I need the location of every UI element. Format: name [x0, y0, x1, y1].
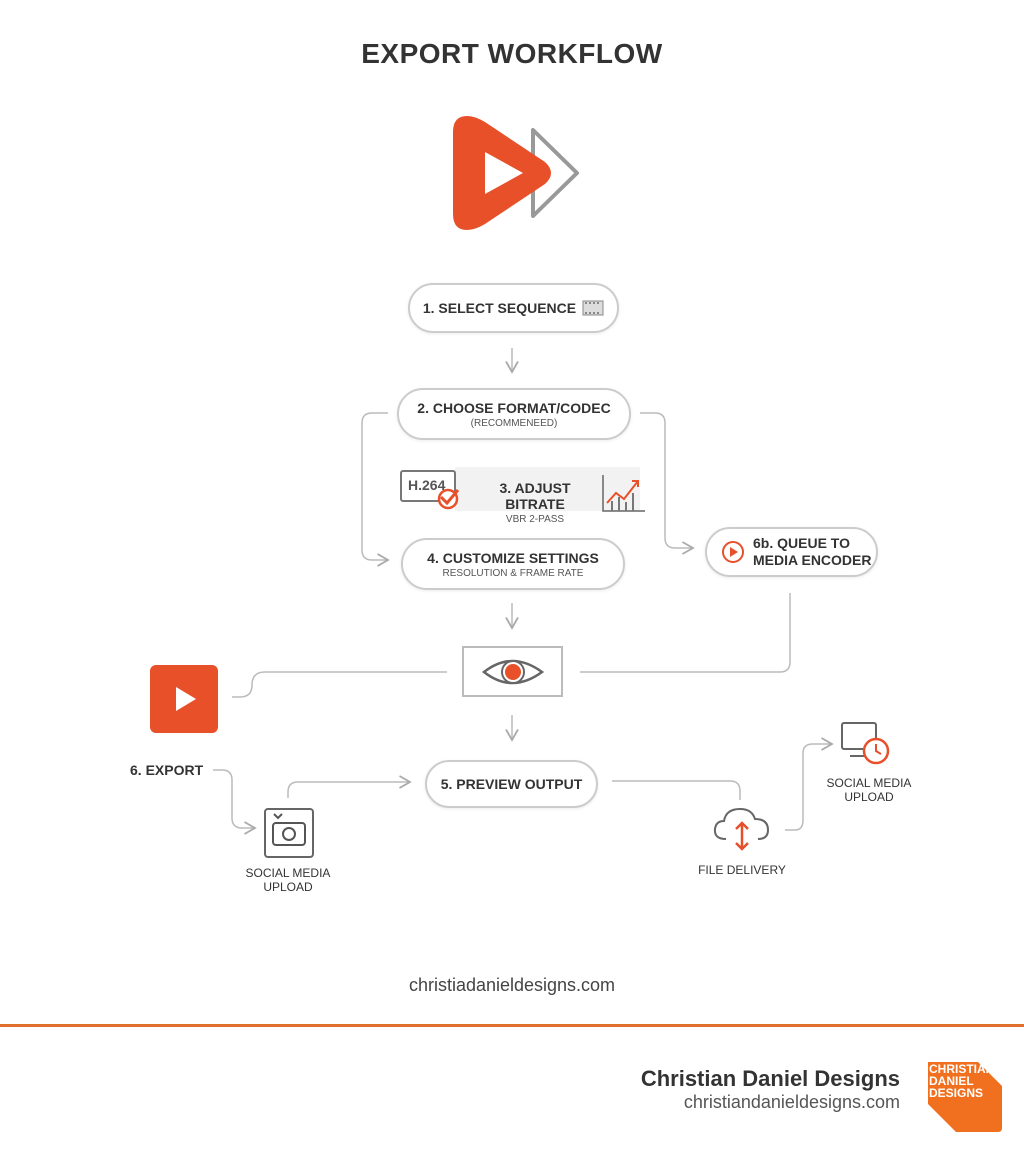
page-title: EXPORT WORKFLOW [361, 38, 663, 69]
step-queue-media-encoder[interactable]: 6b. QUEUE TO MEDIA ENCODER [705, 527, 878, 577]
chart-trend-icon [602, 475, 645, 512]
step-preview-output[interactable]: 5. PREVIEW OUTPUT [425, 760, 598, 808]
check-icon [437, 488, 460, 510]
eye-icon [481, 659, 545, 685]
step-adjust-bitrate[interactable]: H.264 3. ADJUST BITRATE VBR 2-PASS [400, 465, 645, 525]
step-6-label: 6. EXPORT [130, 762, 204, 778]
svg-text:CHRISTIAN: CHRISTIAN [929, 1062, 994, 1076]
play-icon [176, 687, 196, 711]
svg-text:DANIEL: DANIEL [929, 1074, 974, 1088]
export-play-button[interactable] [150, 665, 218, 733]
camera-icon [264, 808, 314, 858]
step-2-label: 2. CHOOSE FORMAT/CODEC [417, 399, 611, 416]
step-6b-label-line2: MEDIA ENCODER [753, 552, 872, 568]
film-strip-icon [582, 300, 604, 316]
brand-url[interactable]: christiandanieldesigns.com [683, 1092, 900, 1112]
step-6b-label-line1: 6b. QUEUE TO [753, 535, 850, 551]
step-3-sublabel: VBR 2-PASS [505, 514, 565, 525]
step-4-label: 4. CUSTOMIZE SETTINGS [427, 549, 599, 566]
step-1-label: 1. SELECT SEQUENCE [422, 300, 577, 316]
svg-text:DESIGNS: DESIGNS [929, 1086, 983, 1100]
step-customize-settings[interactable]: 4. CUSTOMIZE SETTINGS RESOLUTION & FRAME… [401, 538, 625, 590]
footer-url[interactable]: christiadanieldesigns.com [408, 975, 616, 995]
footer-divider [0, 1024, 1024, 1027]
step-5-label: 5. PREVIEW OUTPUT [440, 776, 583, 792]
step-2-sublabel: (RECOMMENEED) [470, 417, 558, 429]
monitor-clock-icon [841, 722, 890, 765]
step-4-sublabel: RESOLUTION & FRAME RATE [442, 567, 584, 579]
step-3-label: 3. ADJUST BITRATE [499, 480, 571, 512]
export-logo-icon [453, 116, 579, 230]
play-circle-icon [722, 541, 744, 563]
file-delivery-label: FILE DELIVERY [698, 863, 786, 877]
cloud-transfer-icon [713, 807, 770, 851]
step-select-sequence[interactable]: 1. SELECT SEQUENCE [408, 283, 619, 333]
brand-name: Christian Daniel Designs [640, 1066, 900, 1091]
step-choose-format[interactable]: 2. CHOOSE FORMAT/CODEC (RECOMMENEED) [397, 388, 631, 440]
brand-block: Christian Daniel Designs christiandaniel… [641, 1066, 900, 1113]
preview-eye-box[interactable] [462, 646, 563, 697]
